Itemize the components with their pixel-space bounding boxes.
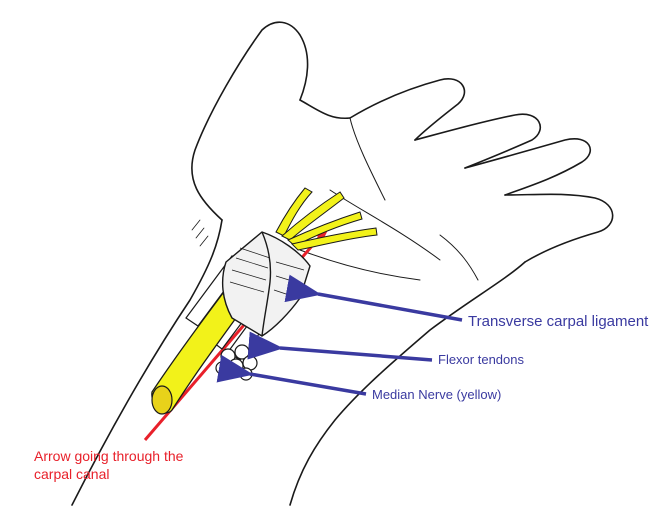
nerve-pointer [216,354,367,396]
thumb-crease [299,99,351,120]
tendons-pointer [247,331,433,362]
ring-finger [464,138,592,196]
label-transverse-carpal-ligament: Transverse carpal ligament [468,313,649,330]
hand-outline [71,21,614,506]
palm-crease-3 [299,249,421,281]
thenar-shading [191,219,209,247]
nerve-branches [275,187,378,251]
median-nerve-cut-end [151,385,173,415]
pointer-arrows [216,274,463,396]
label-carpal-canal-line1: Arrow going through the [34,448,184,464]
ulnar-border [289,261,526,506]
label-median-nerve: Median Nerve (yellow) [372,387,502,402]
transverse-carpal-ligament [221,231,311,337]
index-finger [349,78,466,141]
palm-left-contour [191,21,309,221]
palm-crease-4 [439,234,479,281]
palm-crease-1 [349,117,386,201]
wrist-left-edge [71,219,223,506]
little-finger [504,193,614,263]
label-carpal-canal-arrow: Arrow going through the carpal canal [34,447,234,483]
label-carpal-canal-line2: carpal canal [34,466,110,482]
ligament-pointer [284,274,463,322]
label-flexor-tendons: Flexor tendons [438,352,524,367]
middle-finger [414,113,542,169]
